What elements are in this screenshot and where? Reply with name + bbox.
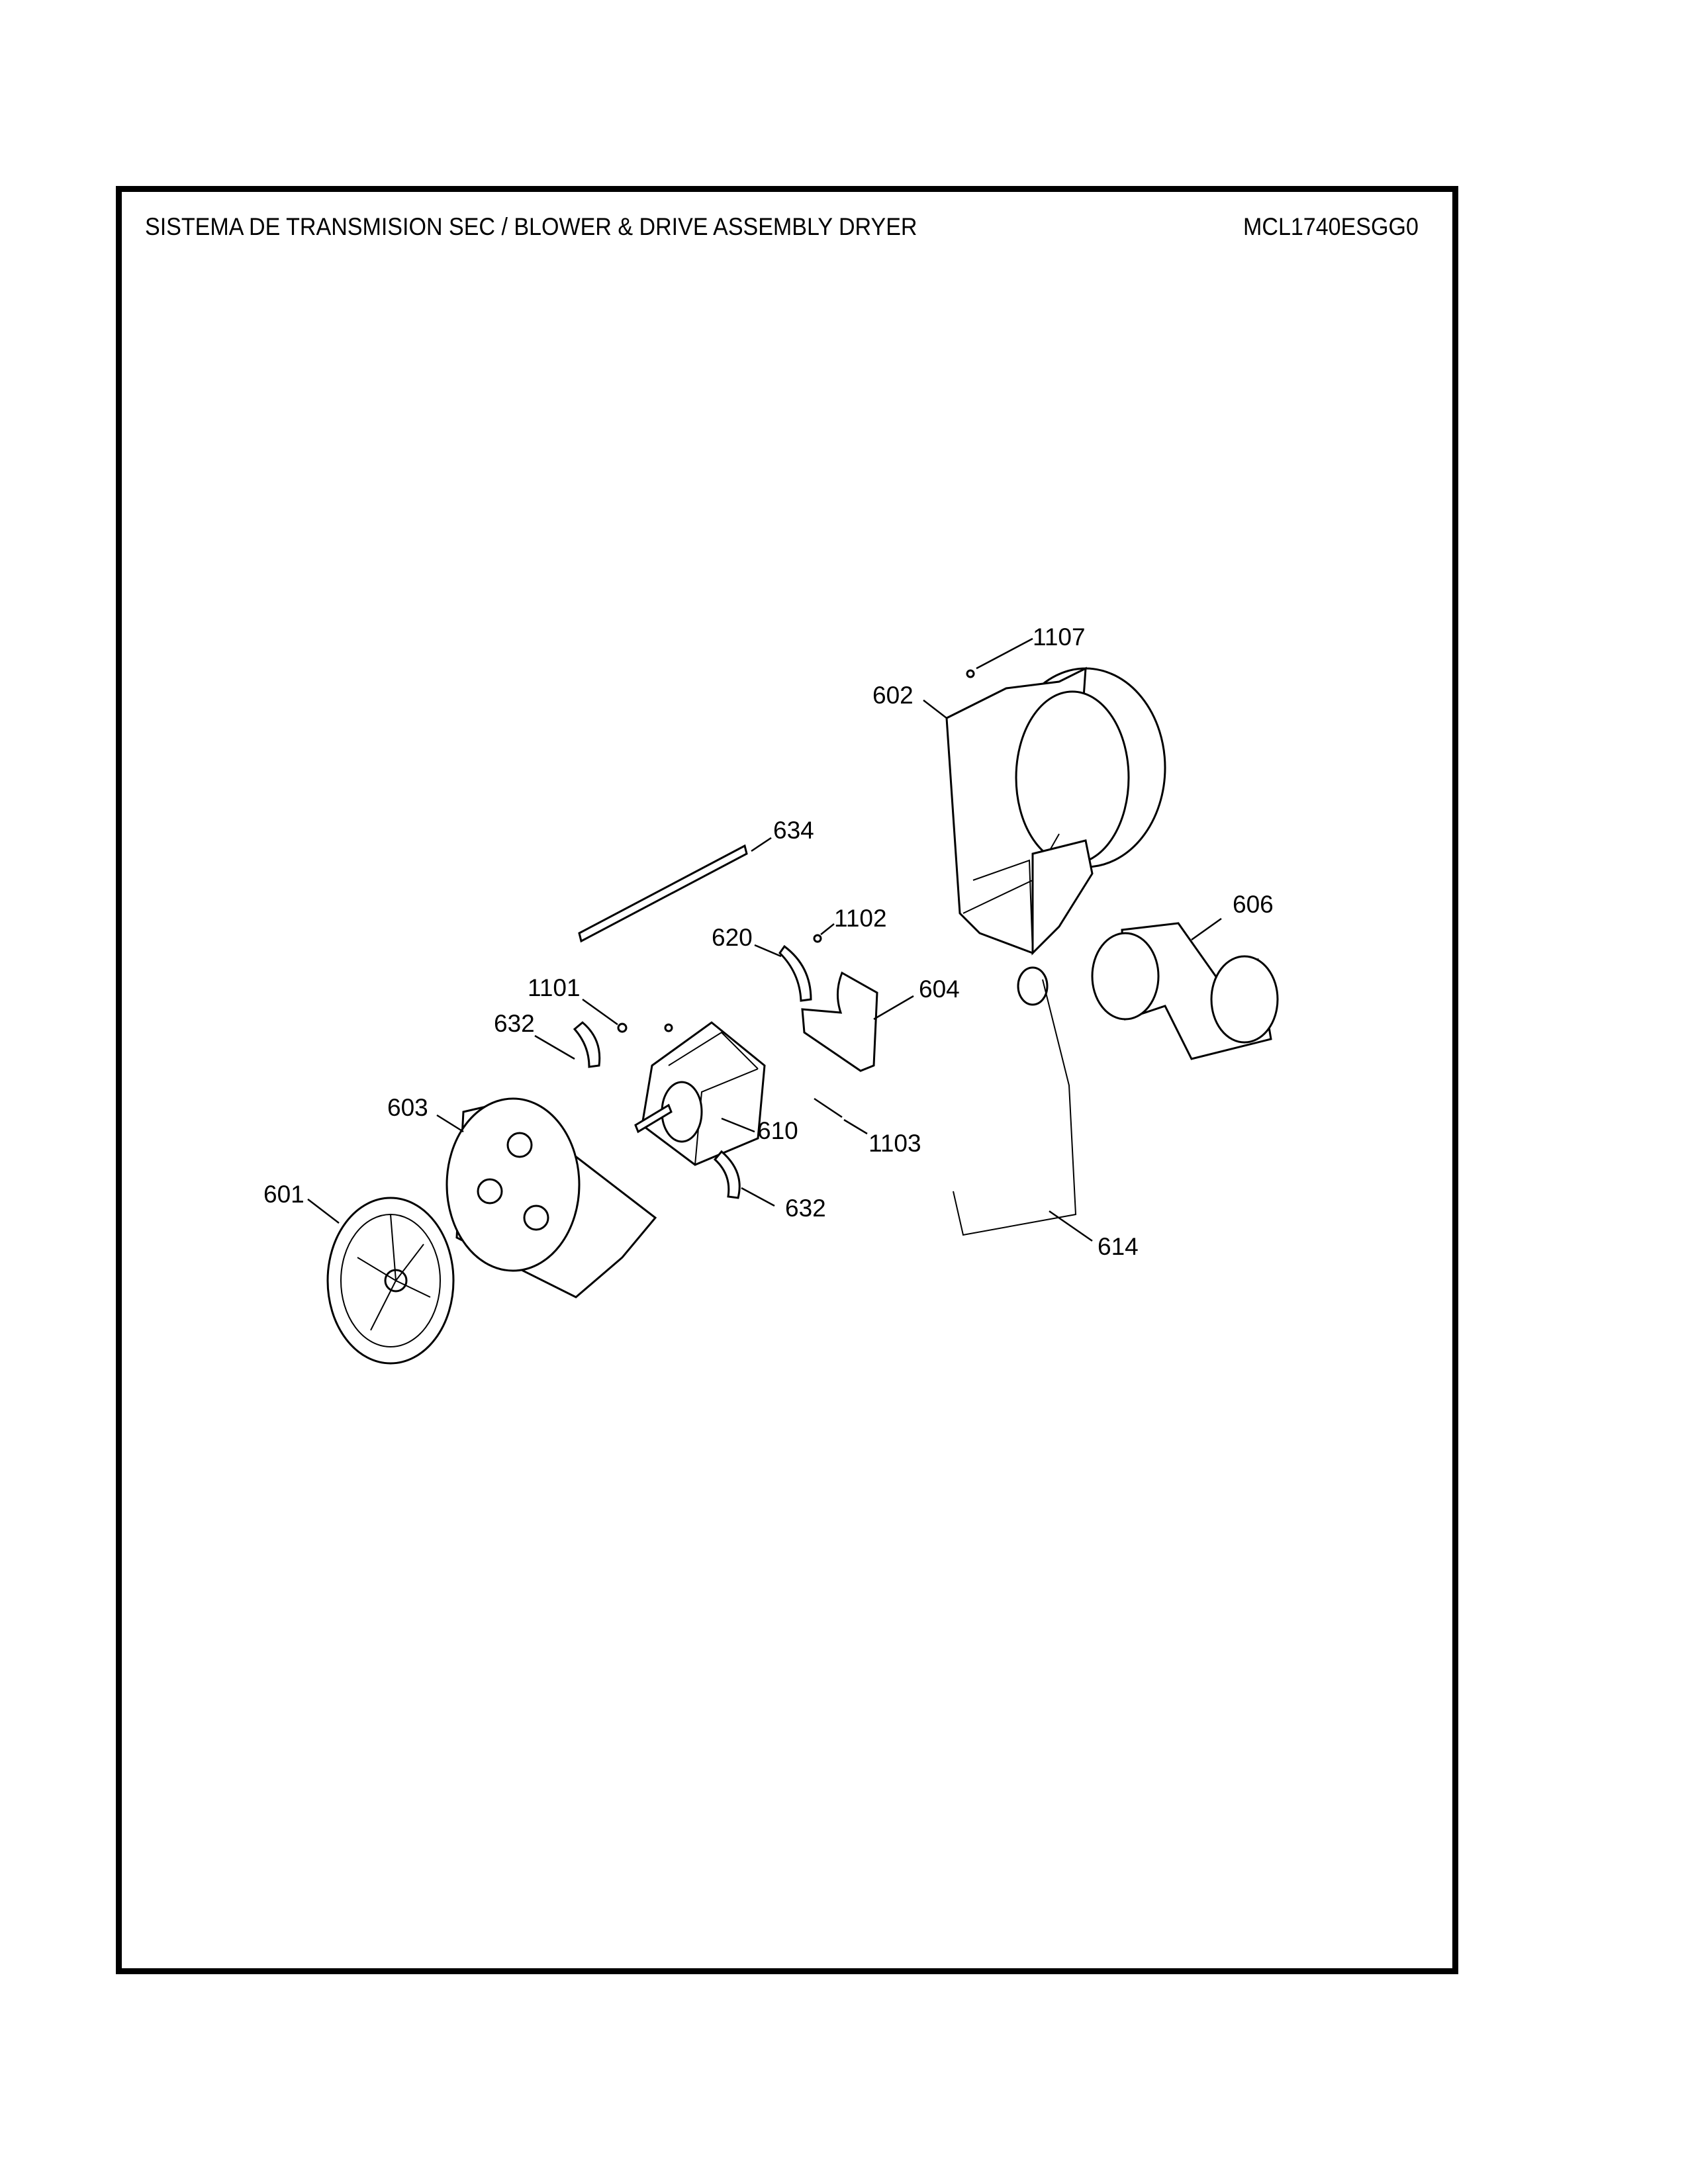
part-screw <box>664 1023 673 1032</box>
part-606-duct <box>1091 922 1279 1060</box>
part-634-seal-strip <box>578 844 748 943</box>
part-620-clip <box>778 944 812 1002</box>
callout-603: 603 <box>387 1094 428 1121</box>
part-632-clamp-upper <box>573 1021 601 1068</box>
callout-604: 604 <box>919 976 960 1003</box>
part-1103-bolt <box>814 1097 843 1118</box>
part-610-motor <box>634 1021 766 1166</box>
callout-1101: 1101 <box>528 974 581 1001</box>
callout-632-lower: 632 <box>785 1195 826 1222</box>
callout-634: 634 <box>773 817 814 844</box>
callout-614: 614 <box>1098 1233 1139 1260</box>
callout-601: 601 <box>263 1181 305 1208</box>
callout-602: 602 <box>872 682 914 709</box>
part-614-idler-pulley <box>953 966 1077 1236</box>
part-632-clamp-lower <box>713 1150 741 1199</box>
part-604-motor-bracket <box>801 971 878 1072</box>
leader-lines <box>307 637 1222 1242</box>
part-603-housing-plate <box>445 1097 657 1298</box>
part-1101-screw <box>617 1023 628 1033</box>
diagram-title: SISTEMA DE TRANSMISION SEC / BLOWER & DR… <box>145 213 917 240</box>
callout-610: 610 <box>757 1117 798 1144</box>
callout-620: 620 <box>712 924 753 951</box>
part-1107-screw <box>966 669 975 678</box>
diagram-border <box>116 186 1458 1974</box>
part-601-blower-wheel <box>326 1197 455 1365</box>
model-number: MCL1740ESGG0 <box>1243 213 1419 240</box>
callout-632-upper: 632 <box>494 1010 535 1037</box>
part-1102-screw <box>813 934 822 943</box>
callout-606: 606 <box>1233 891 1274 918</box>
callout-1102: 1102 <box>834 905 887 932</box>
part-602-blower-housing <box>945 666 1166 956</box>
callout-1103: 1103 <box>868 1130 921 1157</box>
callout-1107: 1107 <box>1033 623 1086 651</box>
